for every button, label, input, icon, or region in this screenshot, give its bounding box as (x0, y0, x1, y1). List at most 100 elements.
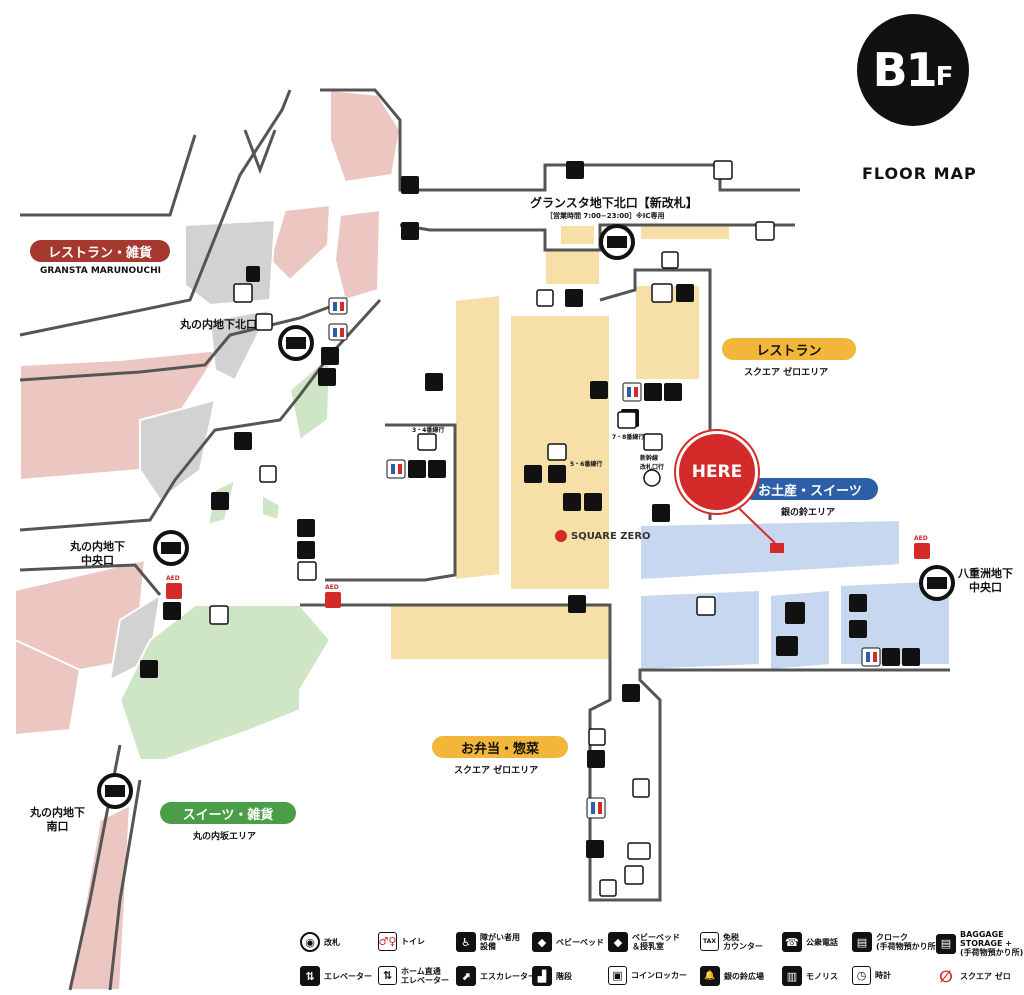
legend-label: モノリス (806, 971, 838, 981)
stairs-icon (318, 368, 336, 386)
cloak-icon (651, 283, 673, 303)
escalator-icon (587, 750, 605, 768)
escalator-icon (163, 602, 181, 620)
legend-item: ▤ クローク (手荷物預かり所) (852, 932, 939, 952)
gate-marunouchi-north-label: 丸の内地下北口 (180, 318, 257, 331)
stairs-icon (676, 284, 694, 302)
elevator-icon (401, 222, 419, 240)
legend-label: 銀の鈴広場 (724, 971, 764, 981)
legend-item: ⇅ エレベーター (300, 966, 372, 986)
legend-item: ▤ BAGGAGE STORAGE + (手荷物預かり所) (936, 930, 1023, 957)
platform-elevator-icon (643, 433, 663, 451)
cloak-icon: ▤ (852, 932, 872, 952)
area-bento-sub: スクエア ゼロエリア (454, 766, 539, 776)
legend-item: ◉ 改札 (300, 932, 340, 952)
platform-56-tag: 5・6番線行 (570, 461, 603, 468)
legend-label: BAGGAGE STORAGE + (手荷物預かり所) (960, 930, 1024, 957)
legend-label: エスカレーター (480, 971, 536, 981)
square-zero-logo: SQUARE ZERO (555, 530, 651, 542)
elevator-icon (297, 561, 317, 581)
legend-label: 免税 カウンター (723, 932, 763, 951)
square-zero-label: SQUARE ZERO (571, 530, 651, 542)
stairs-icon (622, 684, 640, 702)
escalator-icon (563, 493, 581, 511)
toilet-icon (622, 382, 642, 402)
aed-icon (166, 583, 182, 599)
coin-locker-icon (259, 465, 277, 483)
legend-item: ⬈ エスカレーター (456, 966, 536, 986)
monolith-icon (548, 465, 566, 483)
legend-item: ◷ 時計 (852, 966, 891, 985)
gate-marunouchi-central-label: 丸の内地下 中央口 (70, 540, 125, 567)
stairs-icon: ▟ (532, 966, 552, 986)
area-restaurant-east-pill: レストラン (722, 338, 856, 360)
coin-locker-icon (536, 289, 554, 307)
legend-item: ☎ 公衆電話 (782, 932, 838, 952)
square-zero-icon (555, 530, 567, 542)
platform-elevator-icon (417, 433, 437, 451)
escalator-icon (524, 465, 542, 483)
aed-icon (325, 592, 341, 608)
ticket-gate-icon: ◉ (300, 932, 320, 952)
floor-badge: B1 F (857, 14, 969, 126)
ticket-gate-icon (919, 565, 955, 601)
legend-item: ▣ コインロッカー (608, 966, 687, 985)
aed-icon (914, 543, 930, 559)
aed-tag: AED (325, 584, 339, 591)
elevator-icon (696, 596, 716, 616)
legend-label: スクエア ゼロ (960, 971, 1011, 981)
ticket-gate-icon (97, 773, 133, 809)
legend-item: ▟ 階段 (532, 966, 572, 986)
shinkansen-tag: 新幹線 改札口行 (640, 455, 665, 471)
coin-locker-icon (661, 251, 679, 269)
toilet-icon (328, 323, 348, 341)
legend-label: ベビーベッド (556, 937, 604, 947)
toilet-icon (861, 647, 881, 667)
legend-item: ◆ ベビーベッド ＆授乳室 (608, 932, 680, 952)
legend-label: 階段 (556, 971, 572, 981)
floor-suffix: F (935, 62, 954, 92)
area-bento-pill: お弁当・惣菜 (432, 736, 568, 758)
escalator-icon: ⬈ (456, 966, 476, 986)
accessible-toilet-icon: ♿ (456, 932, 476, 952)
baggage-storage-icon: ▤ (936, 933, 956, 954)
gate-gransta-north-hours: ［営業時間 7:00−23:00］※IC専用 (546, 212, 665, 220)
baby-bed-icon (428, 460, 446, 478)
legend-item: ◆ ベビーベッド (532, 932, 604, 952)
ticket-gate-icon (153, 530, 189, 566)
tax-free-icon (624, 865, 644, 885)
silver-bell-icon (776, 636, 798, 656)
escalator-icon (565, 289, 583, 307)
gate-gransta-north-label: グランスタ地下北口【新改札】 (530, 196, 698, 210)
legend-label: 時計 (875, 971, 891, 980)
legend-item: ∅ スクエア ゼロ (936, 966, 1011, 986)
toilet-icon: ♂♀ (378, 932, 397, 951)
baby-bed-icon (664, 383, 682, 401)
coin-locker-icon (588, 728, 606, 746)
area-souvenir-pill: お土産・スイーツ (742, 478, 878, 500)
here-badge: HERE (676, 431, 758, 513)
legend-label: ベビーベッド ＆授乳室 (632, 933, 680, 951)
stairs-icon (566, 161, 584, 179)
accessible-toilet-icon (882, 648, 900, 666)
stairs-icon (590, 381, 608, 399)
cloak-icon (627, 842, 651, 860)
legend-label: 改札 (324, 937, 340, 947)
accessible-toilet-icon (408, 460, 426, 478)
here-marker (770, 543, 784, 553)
clock-icon: ◷ (852, 966, 871, 985)
coin-locker-icon (255, 313, 273, 331)
legend: ◉ 改札 ♂♀ トイレ ♿ 障がい者用 設備 ◆ ベビーベッド ◆ ベビーベッド… (300, 928, 1023, 992)
aed-tag: AED (166, 575, 180, 582)
toilet-icon (386, 459, 406, 479)
coin-locker-icon (713, 160, 733, 180)
stairs-icon (849, 594, 867, 612)
floor-caption: FLOOR MAP (862, 164, 977, 183)
legend-label: ホーム直通 エレベーター (401, 966, 449, 985)
legend-item: 🔔 銀の鈴広場 (700, 966, 764, 986)
legend-label: コインロッカー (631, 971, 687, 980)
legend-label: エレベーター (324, 971, 372, 981)
baby-bed-icon (652, 504, 670, 522)
escalator-icon (234, 432, 252, 450)
